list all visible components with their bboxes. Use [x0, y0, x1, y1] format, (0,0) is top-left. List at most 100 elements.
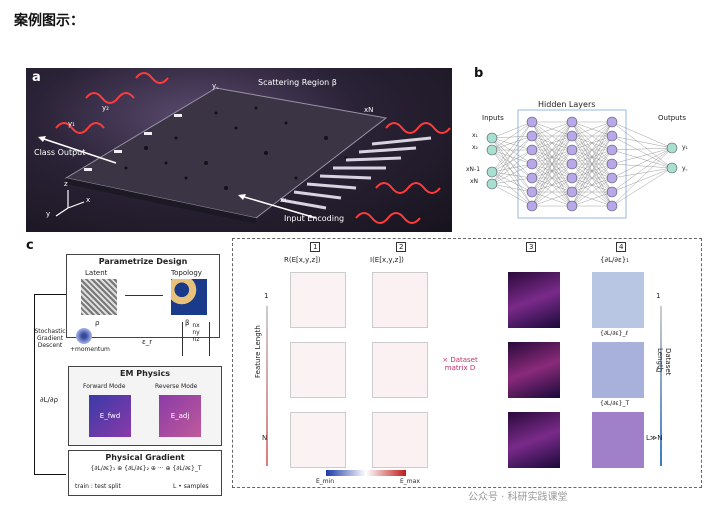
- feedback-arrow-bottom: [34, 474, 66, 475]
- nn-connection: [491, 171, 533, 207]
- nn-node: [526, 116, 538, 128]
- nn-node: [606, 116, 618, 128]
- nn-connection: [531, 149, 573, 207]
- nn-connection: [611, 147, 673, 207]
- field-colorbar: [326, 470, 406, 476]
- scattering-region-label: Scattering Region β: [258, 78, 337, 87]
- epsilon-label: ε_r: [142, 338, 153, 346]
- feedback-arrow-top: [34, 294, 66, 295]
- nn-connection: [571, 163, 613, 207]
- nn-connection: [491, 137, 533, 193]
- panel-b-figure: b Hidden Layers Inputs Outputs x₁ x₂ xN-…: [462, 66, 704, 234]
- col1-title: R(E[x,y,z]): [284, 256, 321, 264]
- panel-c-letter: c: [26, 238, 34, 253]
- nn-connection: [491, 149, 533, 193]
- nn-connection: [491, 149, 533, 165]
- forward-mode-label: Forward Mode: [83, 383, 126, 390]
- latent-image: [81, 279, 117, 315]
- nn-node: [566, 116, 578, 128]
- nn-connection: [491, 121, 533, 151]
- dataset-matrix-label: × Dataset matrix D: [442, 356, 478, 372]
- nn-connection: [611, 149, 673, 169]
- nn-connection: [611, 121, 673, 149]
- col1-number: 1: [310, 242, 321, 252]
- label-xn: xN: [364, 106, 374, 114]
- nn-node: [606, 172, 618, 184]
- feature-row-bot: N: [262, 434, 268, 442]
- nn-node: [486, 178, 498, 190]
- inputs-label: Inputs: [482, 114, 504, 122]
- dataset-row-mid: ℓ: [656, 366, 659, 374]
- nn-connection: [491, 121, 533, 139]
- label-y1: y₁: [68, 120, 75, 128]
- dl-drho-label: ∂L/∂ρ: [40, 396, 58, 404]
- output-waves: [55, 72, 169, 134]
- latent-label: Latent: [85, 269, 108, 277]
- nn-node: [486, 132, 498, 144]
- feature-row-top: 1: [264, 292, 269, 300]
- nn-node: [526, 130, 538, 142]
- train-test-label: train : test split: [75, 483, 121, 490]
- latent-to-topology-arrow: [125, 295, 163, 296]
- nn-node: [486, 166, 498, 178]
- nn-connection: [611, 121, 673, 169]
- watermark: 公众号 · 科研实践课堂: [468, 492, 568, 503]
- nn-node: [606, 200, 618, 212]
- nn-x2: x₂: [472, 144, 478, 151]
- momentum-icon: [76, 328, 92, 344]
- dataset-map-top: [508, 272, 560, 328]
- nn-node: [606, 158, 618, 170]
- dataset-region: [232, 238, 702, 488]
- n-x: nx: [192, 322, 200, 329]
- nn-connection: [491, 183, 533, 193]
- nn-node: [666, 162, 678, 174]
- axis-triad: [55, 190, 85, 217]
- axis-z-label: z: [64, 180, 68, 188]
- input-encoding-arrow: [240, 195, 317, 219]
- nn-connection: [491, 163, 533, 185]
- nn-connection: [531, 163, 573, 207]
- n-z: nz: [192, 336, 200, 343]
- nn-connection: [571, 149, 613, 207]
- topology-label: Topology: [171, 269, 202, 277]
- nn-node: [526, 158, 538, 170]
- nn-connection: [611, 147, 673, 165]
- col2-title: I(E[x,y,z]): [370, 256, 404, 264]
- gradient-map-bot: [592, 412, 644, 468]
- nn-connection: [491, 137, 533, 151]
- nn-connection: [531, 177, 573, 207]
- beta-label: β: [185, 319, 190, 327]
- nn-connection: [611, 147, 673, 179]
- col4-title: {∂L/∂ε}₁: [600, 256, 629, 264]
- nn-connection: [491, 135, 533, 173]
- field-map-real-top: [290, 272, 346, 328]
- physical-gradient-title: Physical Gradient: [105, 453, 185, 462]
- nn-connection: [491, 163, 533, 173]
- panel-a-illustration: [38, 72, 451, 224]
- col4-title-mid: {∂L/∂ε}_ℓ: [600, 330, 628, 337]
- nn-x1: x₁: [472, 132, 478, 139]
- axis-x-label: x: [86, 196, 91, 204]
- nn-connection: [491, 137, 533, 179]
- dataset-map-mid: [508, 342, 560, 398]
- nn-connection: [531, 121, 573, 165]
- col4-number: 4: [616, 242, 627, 252]
- rho-label: ρ: [95, 319, 100, 327]
- n-y: ny: [192, 329, 200, 336]
- nn-node: [606, 130, 618, 142]
- axis-y-label: y: [46, 210, 51, 218]
- input-waves: [355, 122, 451, 224]
- nn-connection: [611, 167, 673, 207]
- nn-connection: [611, 135, 673, 149]
- n-vector: nx ny nz: [182, 322, 210, 356]
- nn-connection: [571, 121, 613, 179]
- nn-connection: [571, 121, 613, 165]
- input-encoding-label: Input Encoding: [284, 214, 345, 223]
- field-map-imag-top: [372, 272, 428, 328]
- nn-connection: [531, 121, 573, 207]
- nn-node: [666, 142, 678, 154]
- nn-connection: [531, 121, 573, 193]
- l-samples-label: L • samples: [173, 483, 209, 490]
- nn-node: [566, 200, 578, 212]
- feature-length-axis: [266, 306, 268, 466]
